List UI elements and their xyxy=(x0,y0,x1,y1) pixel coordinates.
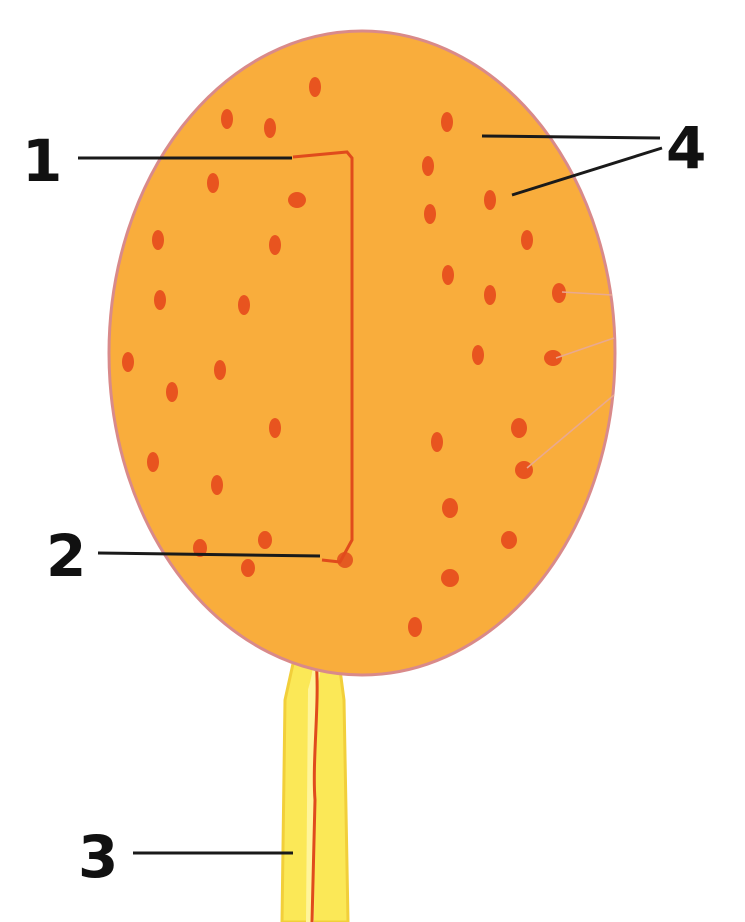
dot xyxy=(422,156,434,176)
dot xyxy=(288,192,306,208)
dot xyxy=(424,204,436,224)
dot xyxy=(441,569,459,587)
label-3: 3 xyxy=(78,823,118,891)
dot xyxy=(211,475,223,495)
dot xyxy=(442,265,454,285)
dot xyxy=(521,230,533,250)
dot xyxy=(472,345,484,365)
dot xyxy=(122,352,134,372)
dot xyxy=(154,290,166,310)
dot xyxy=(214,360,226,380)
vessel-junction xyxy=(337,552,353,568)
dot xyxy=(258,531,272,549)
dot xyxy=(484,285,496,305)
dot xyxy=(264,118,276,138)
dot xyxy=(269,235,281,255)
label-4: 4 xyxy=(666,114,706,182)
oval-body xyxy=(109,31,615,675)
dot xyxy=(552,283,566,303)
label-2: 2 xyxy=(46,522,86,590)
dot xyxy=(501,531,517,549)
dot xyxy=(147,452,159,472)
dot xyxy=(441,112,453,132)
dot xyxy=(511,418,527,438)
dot xyxy=(544,350,562,366)
dot xyxy=(309,77,321,97)
dot xyxy=(166,382,178,402)
dot xyxy=(408,617,422,637)
dot xyxy=(431,432,443,452)
dot xyxy=(515,461,533,479)
dot xyxy=(484,190,496,210)
dot xyxy=(221,109,233,129)
dot xyxy=(241,559,255,577)
dot xyxy=(442,498,458,518)
leader-line-4a xyxy=(482,136,660,138)
label-1: 1 xyxy=(22,127,62,195)
dot xyxy=(152,230,164,250)
dot xyxy=(207,173,219,193)
dot xyxy=(238,295,250,315)
dot xyxy=(269,418,281,438)
